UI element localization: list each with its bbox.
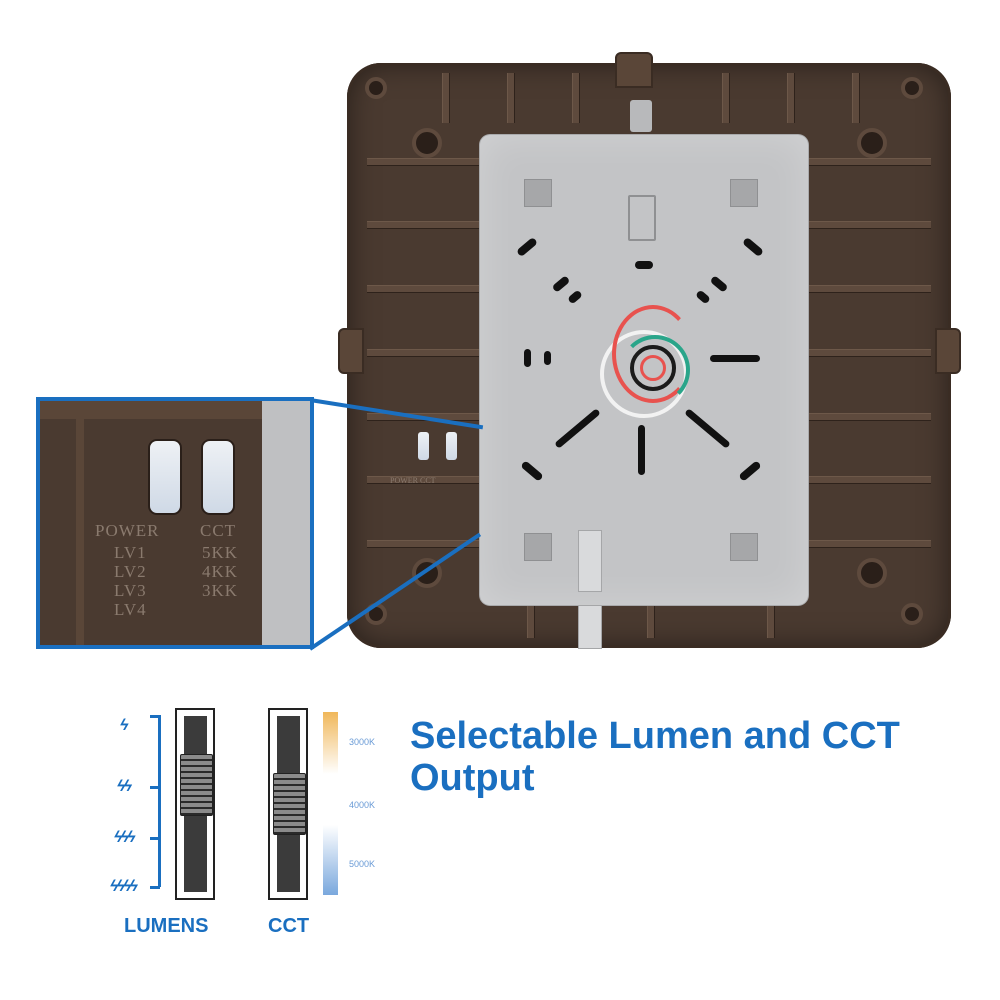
power-level-2: LV2 [114, 562, 147, 581]
mount-hole [857, 128, 887, 158]
lumen-bolt-3-icon: ϟϟϟ [114, 829, 135, 846]
wire-black [630, 345, 676, 391]
power-level-1: LV1 [114, 543, 147, 562]
bracket-tick [150, 715, 160, 718]
inset-fin [40, 401, 310, 419]
power-switch [150, 441, 180, 513]
slot [554, 408, 601, 449]
slot [742, 236, 764, 258]
lumen-bolt-1-icon: ϟ [120, 717, 129, 734]
conduit-boss-top [615, 52, 653, 88]
power-level-3: LV3 [114, 581, 147, 600]
cct-legend-label: CCT [268, 915, 310, 937]
headline-line-1: Selectable Lumen and CCT [410, 715, 900, 757]
cct-switch-small [446, 432, 457, 460]
cool-gradient-bar [323, 825, 338, 895]
top-bracket [630, 100, 652, 132]
cct-3000k: 3000K [349, 737, 376, 747]
power-switch-small [418, 432, 429, 460]
plate-tab [730, 533, 758, 561]
switch-knob [180, 754, 213, 816]
bracket-tick [150, 786, 160, 789]
mounting-plate [480, 135, 808, 605]
slot [524, 349, 531, 367]
wire-green [620, 335, 690, 405]
lumen-bracket [158, 715, 161, 887]
fin [787, 73, 795, 123]
slot [551, 275, 571, 293]
inset-rib [76, 419, 84, 645]
slot [567, 289, 583, 305]
lumens-label: LUMENS [124, 915, 209, 937]
cct-level-3: 3KK [202, 581, 239, 600]
cct-4000k: 4000K [349, 800, 376, 810]
slot [684, 408, 731, 449]
fin [442, 73, 450, 123]
fin [852, 73, 860, 123]
inset-plate-edge [262, 401, 310, 645]
warm-gradient-bar [323, 712, 338, 774]
bottom-bracket [578, 530, 602, 592]
bottom-bracket-tail [578, 605, 602, 649]
slot [544, 351, 551, 365]
slot [638, 425, 645, 475]
conduit-boss-right [935, 328, 961, 374]
slot [709, 275, 729, 293]
mini-etched-labels: POWER CCT [390, 476, 436, 485]
lumen-switch-illustration [175, 708, 215, 900]
slot [695, 289, 711, 305]
fin [722, 73, 730, 123]
cct-switch-illustration [268, 708, 308, 900]
fin [507, 73, 515, 123]
wire-red-inner [640, 355, 666, 381]
cct-level-2: 4KK [202, 562, 239, 581]
slot [520, 460, 544, 482]
bracket-tick [150, 837, 160, 840]
power-label: POWER [95, 521, 160, 540]
corner-knob [365, 77, 387, 99]
cct-switch [203, 441, 233, 513]
fin [767, 593, 775, 638]
corner-knob [901, 603, 923, 625]
lumen-bolt-4-icon: ϟϟϟϟ [110, 878, 138, 895]
slot [516, 236, 538, 258]
fin [572, 73, 580, 123]
slot [738, 460, 762, 482]
lumen-bolt-2-icon: ϟϟ [117, 778, 132, 795]
plate-tab [730, 179, 758, 207]
conduit-boss-left [338, 328, 364, 374]
hook-clip [628, 195, 656, 241]
switch-detail-inset: POWER CCT LV1 LV2 LV3 LV4 5KK 4KK 3KK [36, 397, 314, 649]
slot [710, 355, 760, 362]
plate-tab [524, 179, 552, 207]
headline-line-2: Output [410, 757, 535, 799]
plate-tab [524, 533, 552, 561]
bracket-tick [150, 886, 160, 889]
fin [527, 593, 535, 638]
cct-5000k: 5000K [349, 859, 376, 869]
fin [647, 593, 655, 638]
power-level-4: LV4 [114, 600, 147, 619]
headline: Selectable Lumen and CCT Output [410, 715, 900, 799]
cct-label: CCT [200, 521, 237, 540]
mount-hole [412, 128, 442, 158]
slot [635, 261, 653, 269]
mount-hole [857, 558, 887, 588]
corner-knob [901, 77, 923, 99]
cct-level-1: 5KK [202, 543, 239, 562]
switch-knob [273, 773, 306, 835]
